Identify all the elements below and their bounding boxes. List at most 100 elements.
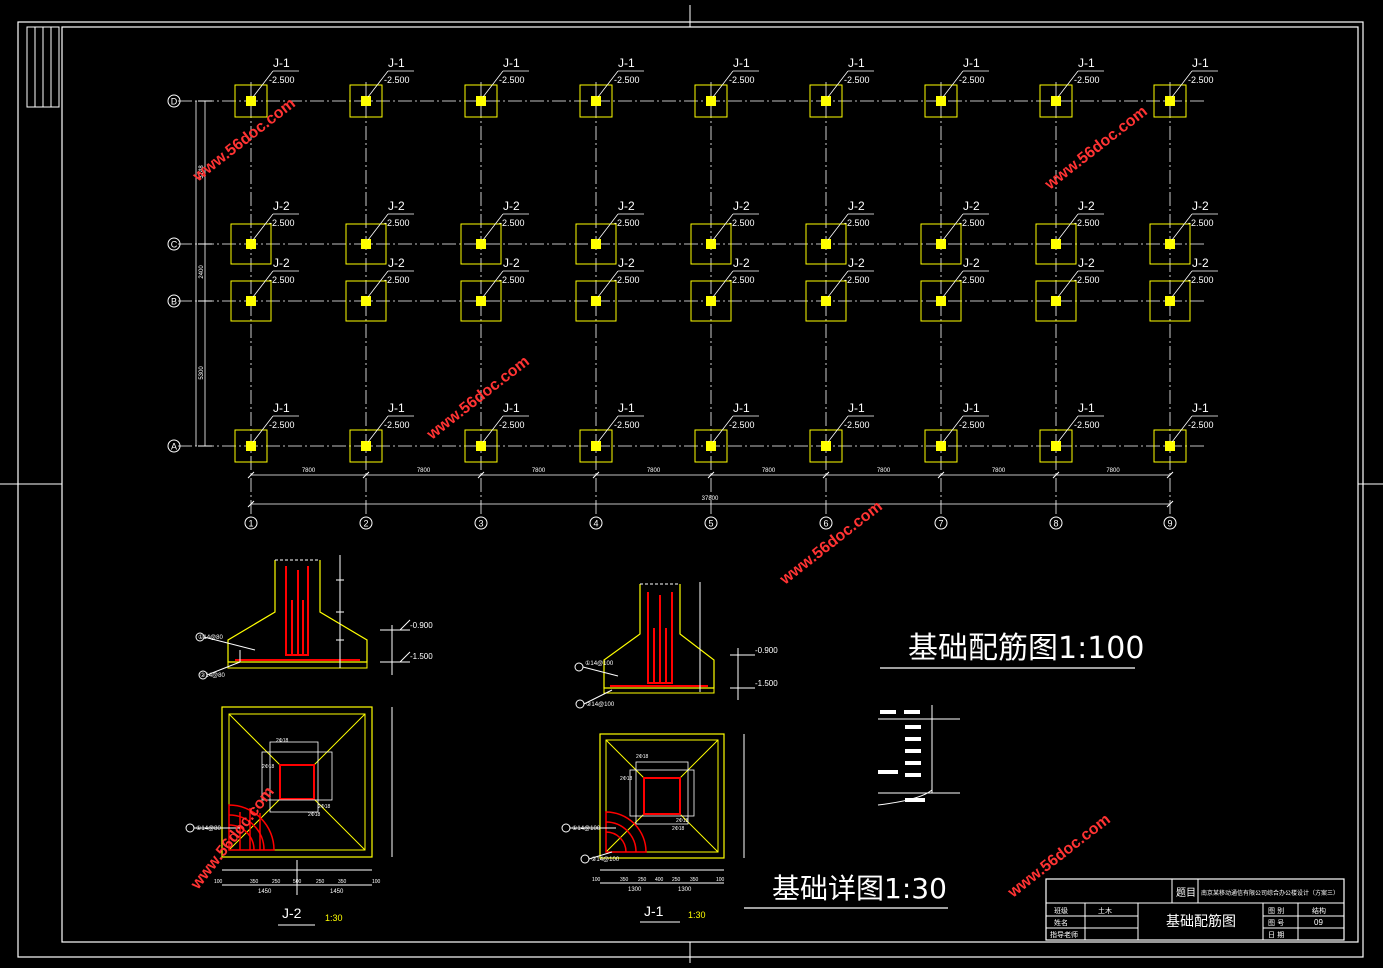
title-block-topic-label: 题目 bbox=[1176, 887, 1196, 899]
footing-leader bbox=[942, 270, 964, 298]
j1-scale: 1:30 bbox=[688, 910, 706, 920]
j2-center-label-4: 2Φ18 bbox=[308, 812, 321, 818]
watermark-4: www.56doc.com bbox=[776, 498, 886, 589]
footing-mark: J-1 bbox=[503, 56, 520, 70]
footing-elevation: -2.500 bbox=[499, 75, 525, 85]
axis-label-3: 3 bbox=[478, 519, 483, 529]
footing-leader bbox=[367, 270, 389, 298]
footing-layout: J-1-2.500J-1-2.500J-1-2.500J-1-2.500J-1-… bbox=[230, 56, 1218, 463]
detail-j2-section: -0.900 -1.500 ①14@80 ②14@80 bbox=[195, 555, 433, 680]
column-stub bbox=[591, 96, 601, 106]
j2-center-label-1: 2Φ18 bbox=[276, 738, 289, 744]
footing-leader bbox=[712, 70, 734, 98]
footing-outline bbox=[230, 223, 272, 265]
title-block-number-value: 09 bbox=[1314, 918, 1323, 927]
footing-mark: J-1 bbox=[1078, 56, 1095, 70]
dim-tick bbox=[247, 471, 255, 479]
left-dimension: 2400 bbox=[199, 265, 205, 279]
footing-mark: J-2 bbox=[1078, 199, 1095, 213]
axis-bubble-8 bbox=[1049, 516, 1063, 530]
footing-elevation: -2.500 bbox=[1074, 275, 1100, 285]
title-block-date-label: 日 期 bbox=[1268, 931, 1284, 939]
axis-bubble-B bbox=[167, 294, 181, 308]
footing-leader bbox=[1171, 270, 1193, 298]
column-stub bbox=[706, 96, 716, 106]
footing-mark: J-1 bbox=[618, 56, 635, 70]
column-stub bbox=[246, 96, 256, 106]
footing-outline bbox=[460, 280, 502, 322]
watermark-6: www.56doc.com bbox=[1004, 811, 1114, 902]
footing-leader bbox=[827, 270, 849, 298]
rebar-table bbox=[877, 705, 960, 806]
footing-leader bbox=[1057, 70, 1079, 98]
column-stub bbox=[1051, 96, 1061, 106]
footing-mark: J-2 bbox=[618, 256, 635, 270]
footing-elevation: -2.500 bbox=[1074, 75, 1100, 85]
bay-dimension: 7800 bbox=[302, 468, 316, 474]
footing-leader bbox=[252, 270, 274, 298]
axis-label-4: 4 bbox=[593, 519, 598, 529]
footing-outline bbox=[920, 223, 962, 265]
footing-elevation: -2.500 bbox=[959, 218, 985, 228]
footing-elevation: -2.500 bbox=[269, 75, 295, 85]
footing-elevation: -2.500 bbox=[959, 75, 985, 85]
footing-outline bbox=[924, 429, 958, 463]
footing-outline bbox=[694, 429, 728, 463]
footing-mark: J-2 bbox=[963, 256, 980, 270]
axis-bubble-5 bbox=[704, 516, 718, 530]
footing-leader bbox=[712, 213, 734, 241]
column-stub bbox=[936, 239, 946, 249]
footing-leader bbox=[1171, 415, 1193, 443]
axis-label-9: 9 bbox=[1167, 519, 1172, 529]
footing-outline bbox=[1039, 84, 1073, 118]
footing-outline bbox=[464, 84, 498, 118]
footing-outline bbox=[690, 223, 732, 265]
column-stub bbox=[706, 239, 716, 249]
j1-rebar-1: ①14@100 bbox=[585, 660, 614, 667]
bay-dimension: 7800 bbox=[1106, 468, 1120, 474]
axis-bubble-D bbox=[167, 94, 181, 108]
footing-elevation: -2.500 bbox=[844, 420, 870, 430]
footing-leader bbox=[597, 213, 619, 241]
j2-center-label-3: 2Φ18 bbox=[318, 804, 331, 810]
j1-dim-g: 100 bbox=[716, 877, 725, 883]
footing-elevation: -2.500 bbox=[1074, 218, 1100, 228]
j1-dim-d: 400 bbox=[655, 877, 664, 883]
footing-leader bbox=[942, 415, 964, 443]
column-stub bbox=[361, 296, 371, 306]
dim-tick bbox=[247, 500, 255, 508]
footing-outline bbox=[694, 84, 728, 118]
footing-mark: J-2 bbox=[503, 256, 520, 270]
footing-outline bbox=[924, 84, 958, 118]
footing-mark: J-1 bbox=[503, 401, 520, 415]
axis-label-6: 6 bbox=[823, 519, 828, 529]
j1-plan-rebar-2: ②14@100 bbox=[591, 856, 620, 863]
column-stub bbox=[246, 441, 256, 451]
bay-dimension: 7800 bbox=[762, 468, 776, 474]
title-block-name-label: 姓名 bbox=[1054, 918, 1068, 927]
j1-center-label-4: 2Φ18 bbox=[672, 826, 685, 832]
axis-bubble-3 bbox=[474, 516, 488, 530]
j1-dim-f: 350 bbox=[690, 877, 699, 883]
footing-outline bbox=[690, 280, 732, 322]
footing-outline bbox=[1035, 223, 1077, 265]
footing-leader bbox=[367, 415, 389, 443]
footing-mark: J-1 bbox=[273, 401, 290, 415]
footing-leader bbox=[1057, 415, 1079, 443]
j1-dim-c: 250 bbox=[638, 877, 647, 883]
footing-leader bbox=[942, 70, 964, 98]
title-block-number-label: 图 号 bbox=[1268, 919, 1284, 927]
footing-elevation: -2.500 bbox=[729, 275, 755, 285]
footing-elevation: -2.500 bbox=[729, 75, 755, 85]
column-stub bbox=[1165, 96, 1175, 106]
column-stub bbox=[591, 239, 601, 249]
j2-center-label-2: 2Φ18 bbox=[262, 764, 275, 770]
j2-rebar-2: ②14@80 bbox=[200, 672, 225, 679]
column-stub bbox=[821, 239, 831, 249]
axis-label-2: 2 bbox=[363, 519, 368, 529]
column-stub bbox=[821, 441, 831, 451]
footing-outline bbox=[1039, 429, 1073, 463]
footing-mark: J-2 bbox=[273, 199, 290, 213]
total-dimension: 37800 bbox=[702, 496, 719, 502]
